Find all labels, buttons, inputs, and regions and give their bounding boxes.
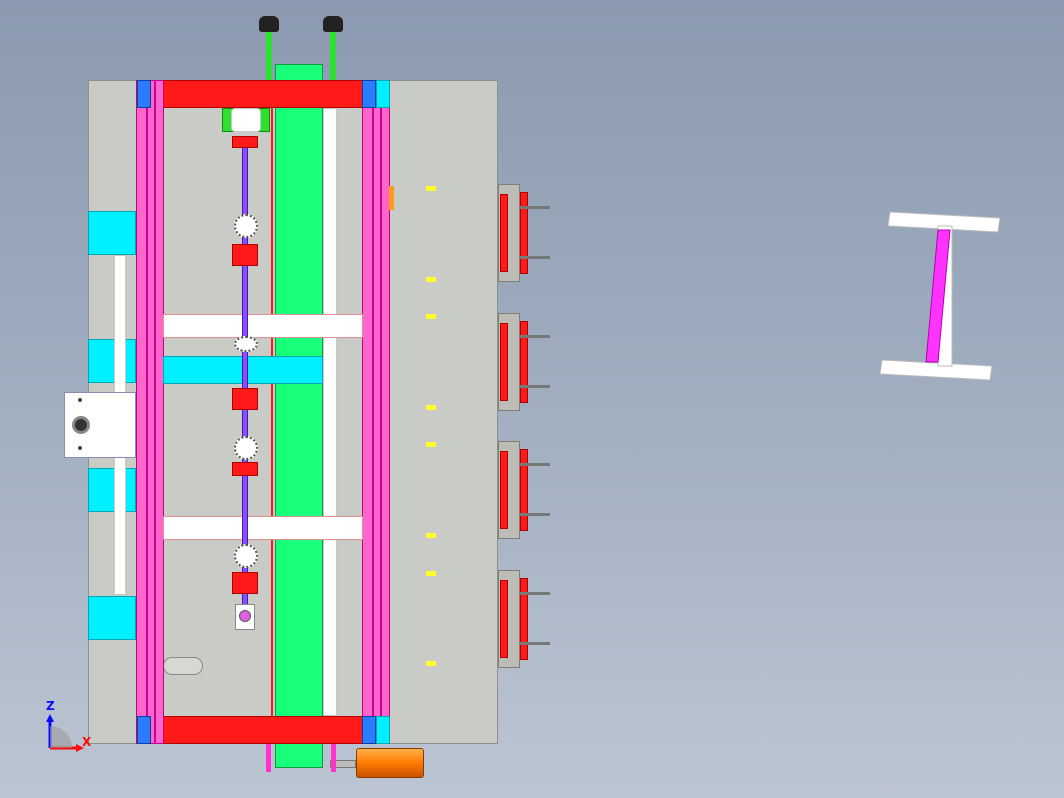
frame-bottom[interactable]	[150, 716, 376, 744]
pink-post	[266, 744, 271, 772]
yellow-mark	[426, 405, 436, 410]
gear-icon	[234, 436, 258, 460]
pink-post	[331, 744, 336, 772]
cylinder-rod	[520, 385, 550, 388]
axis-z-label: Z	[46, 699, 55, 713]
rail-line	[372, 80, 374, 744]
rail-right[interactable]	[362, 80, 390, 744]
cyan-block[interactable]	[88, 596, 136, 640]
yellow-mark	[426, 186, 436, 191]
axis-x-label: X	[82, 735, 92, 749]
motor-icon[interactable]	[356, 748, 424, 778]
cylinder-red	[500, 580, 508, 658]
cylinder-rod	[520, 206, 550, 209]
coordinate-i-beam-icon	[879, 211, 1001, 381]
yellow-mark	[426, 442, 436, 447]
cyan-block[interactable]	[88, 211, 136, 255]
corner-cap	[376, 80, 390, 108]
orange-tab	[389, 186, 394, 210]
pillow-block[interactable]	[232, 388, 258, 410]
yellow-mark	[426, 314, 436, 319]
yellow-mark	[426, 661, 436, 666]
yellow-mark	[426, 533, 436, 538]
white-channel[interactable]	[323, 108, 337, 716]
rail-line	[154, 80, 156, 744]
cylinder-red	[520, 449, 528, 531]
bolt-icon	[78, 398, 82, 402]
pulley-icon	[231, 108, 261, 132]
cylinder-rod	[520, 256, 550, 259]
knob-icon[interactable]	[323, 16, 343, 32]
gear-icon	[234, 214, 258, 238]
pillow-block[interactable]	[232, 244, 258, 266]
cylinder-rod	[520, 642, 550, 645]
gear-icon	[234, 336, 258, 352]
cylinder-unit[interactable]	[498, 184, 554, 282]
frame-top[interactable]	[150, 80, 376, 108]
corner-bracket[interactable]	[362, 716, 376, 744]
knob-icon[interactable]	[259, 16, 279, 32]
motor-shaft	[330, 760, 356, 768]
rail-left[interactable]	[136, 80, 164, 744]
corner-bracket[interactable]	[362, 80, 376, 108]
conveyor-belt[interactable]	[275, 64, 323, 768]
cylinder-rod	[520, 335, 550, 338]
bearing-icon	[239, 610, 251, 622]
cylinder-unit[interactable]	[498, 313, 554, 411]
corner-bracket[interactable]	[137, 716, 151, 744]
corner-bracket[interactable]	[137, 80, 151, 108]
knob-stem	[330, 32, 336, 80]
pillow-block[interactable]	[232, 136, 258, 148]
crossbar[interactable]	[163, 516, 363, 540]
pillow-block[interactable]	[232, 572, 258, 594]
cylinder-red	[500, 194, 508, 272]
cylinder-red	[520, 321, 528, 403]
crossbar[interactable]	[163, 314, 363, 338]
cylinder-red	[520, 192, 528, 274]
cylinder-red	[500, 323, 508, 401]
bolt-icon	[78, 446, 82, 450]
cyan-block[interactable]	[88, 468, 136, 512]
cylinder-unit[interactable]	[498, 570, 554, 668]
knob-stem	[266, 32, 272, 80]
cylinder-red	[520, 578, 528, 660]
yellow-mark	[426, 571, 436, 576]
cylinder-red	[500, 451, 508, 529]
yellow-mark	[426, 277, 436, 282]
cylinder-unit[interactable]	[498, 441, 554, 539]
oval-slot	[163, 657, 203, 675]
rail-line	[146, 80, 148, 744]
bearing-icon	[72, 416, 90, 434]
red-line	[271, 108, 273, 716]
drive-shaft[interactable]	[242, 140, 248, 610]
cylinder-rod	[520, 513, 550, 516]
rail-line	[380, 80, 382, 744]
corner-cap	[376, 716, 390, 744]
axis-triad-icon	[46, 714, 84, 752]
pillow-block[interactable]	[232, 462, 258, 476]
cyan-block[interactable]	[88, 339, 136, 383]
gear-icon	[234, 544, 258, 568]
cylinder-rod	[520, 463, 550, 466]
cylinder-rod	[520, 592, 550, 595]
